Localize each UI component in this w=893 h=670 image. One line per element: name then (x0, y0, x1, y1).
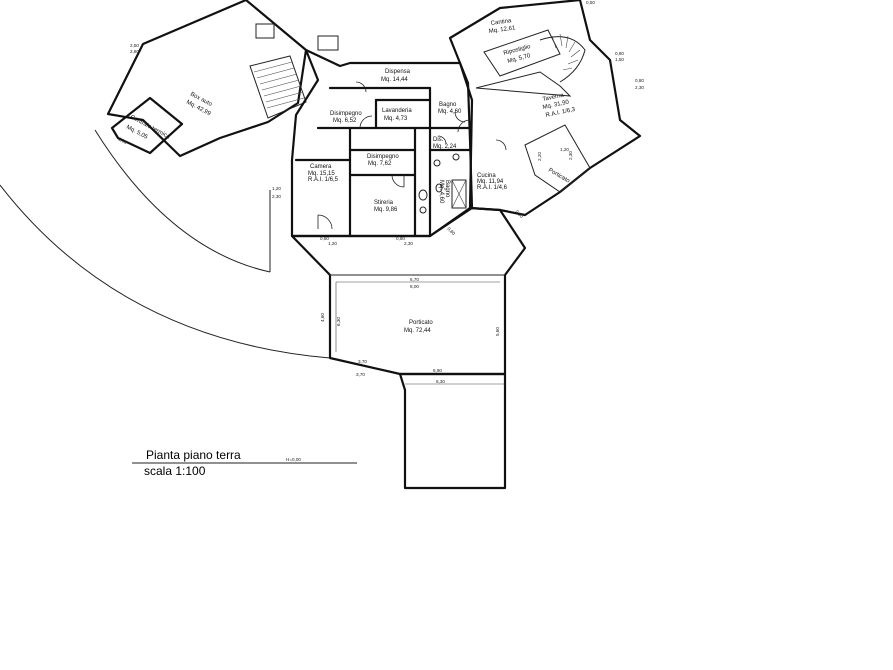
lower-terrace-outline (398, 372, 507, 490)
dim-label: 2,50 (130, 43, 139, 48)
cucina-label: Cucina (477, 173, 496, 179)
porticato-label: Porticato (409, 320, 433, 326)
bagno-label: Bagno (439, 102, 457, 108)
centrale-termica-outline (110, 96, 184, 155)
dim-label: 0,80 (320, 236, 329, 241)
dim-label: 2,30 (568, 151, 573, 160)
dim-label: 0,80 (514, 209, 524, 219)
ripostiglio-outline (483, 29, 561, 77)
lavanderia-label: Lavanderia (382, 108, 412, 114)
stireria-area: Mq. 9,86 (374, 207, 398, 213)
dim-label: 1,50 (615, 57, 624, 62)
plan-scale: scala 1:100 (144, 464, 206, 478)
cantina-label: Cantina (490, 18, 512, 27)
dim-label: 6,30 (336, 317, 341, 326)
dispensa-label: Dispensa (385, 69, 411, 75)
curved-driveway-inner (94, 129, 271, 273)
dim-label: 2,30 (404, 241, 413, 246)
cantina-inner-wall (475, 71, 572, 97)
taverna-label: Taverna (542, 93, 565, 103)
stireria-label: Stireria (374, 200, 394, 206)
dim-label: 8,00 (410, 284, 419, 289)
dis-label: Dis. (433, 137, 444, 143)
dim-label: 6,90 (433, 368, 442, 373)
dim-label: 2,80 (130, 49, 139, 54)
dim-label: 0,80 (396, 236, 405, 241)
dim-label: 6,30 (436, 379, 445, 384)
dim-label: 2,30 (272, 194, 281, 199)
disimpegno2-label: Disimpegno (367, 154, 399, 160)
porticato-outline (290, 206, 527, 376)
dim-label: 0,80 (635, 78, 644, 83)
cucina-ra: R.A.I. 1/4,6 (477, 185, 508, 191)
dim-label: 0,80 (446, 226, 456, 236)
plan-title: Pianta piano terra (146, 448, 241, 462)
dim-label: 5,60 (495, 327, 500, 336)
central-interior-walls (294, 86, 472, 238)
disimpegno1-area: Mq. 6,52 (333, 118, 357, 124)
small-porticato-outline (524, 124, 591, 193)
porticato-area: Mq. 72,44 (404, 328, 431, 334)
garage-stairs (249, 55, 307, 119)
door-swings (317, 81, 471, 230)
taverna-area: Mq. 31,90 (542, 99, 570, 111)
camera-label: Camera (310, 164, 332, 170)
lavanderia-area: Mq. 4,73 (384, 116, 408, 122)
cantina-area: Mq. 12,61 (488, 25, 516, 35)
dim-label: 1,20 (328, 241, 337, 246)
dim-label: 1,20 (560, 147, 569, 152)
dim-label: 0,80 (615, 51, 624, 56)
height-note: H=0,00 (286, 457, 301, 462)
porticato-small-label: Porticato (547, 168, 571, 185)
disimpegno1-label: Disimpegno (330, 111, 362, 117)
right-stairs (539, 33, 586, 83)
dim-label: 4,60 (320, 313, 325, 322)
dis-area: Mq. 2,24 (433, 144, 457, 150)
dim-label: 1,20 (272, 186, 281, 191)
bathroom-fixtures (418, 153, 467, 214)
dimension-labels: 2,50 2,80 1,20 2,30 0,80 1,50 0,80 2,30 … (118, 0, 645, 384)
dim-label: 2,30 (635, 85, 644, 90)
camera-area: Mq. 15,15 (308, 171, 335, 177)
dim-label: 6,70 (410, 277, 419, 282)
dim-label: 3,70 (358, 359, 367, 364)
garage-box (255, 23, 275, 39)
disimpegno2-area: Mq. 7,62 (368, 161, 392, 167)
camera-ra: R.A.I. 1/6,5 (308, 177, 339, 183)
taverna-door (495, 139, 507, 151)
bagno2-area: Mq. 4,60 (438, 180, 444, 204)
curved-driveway-outer (0, 184, 331, 359)
room-labels: Box auto Mq. 42,99 Centrale termica Mq. … (125, 18, 576, 334)
dispensa-area: Mq. 14,44 (381, 77, 408, 83)
cucina-area: Mq. 11,94 (477, 179, 504, 185)
bagno2-label: Bagno (444, 180, 450, 198)
dim-label: 2,20 (537, 152, 542, 161)
dim-label: 2,30 (118, 136, 129, 145)
dim-label: 0,50 (586, 0, 595, 5)
bagno-area: Mq. 4,60 (438, 109, 462, 115)
vent-box (317, 35, 339, 51)
dim-label: 3,70 (356, 372, 365, 377)
